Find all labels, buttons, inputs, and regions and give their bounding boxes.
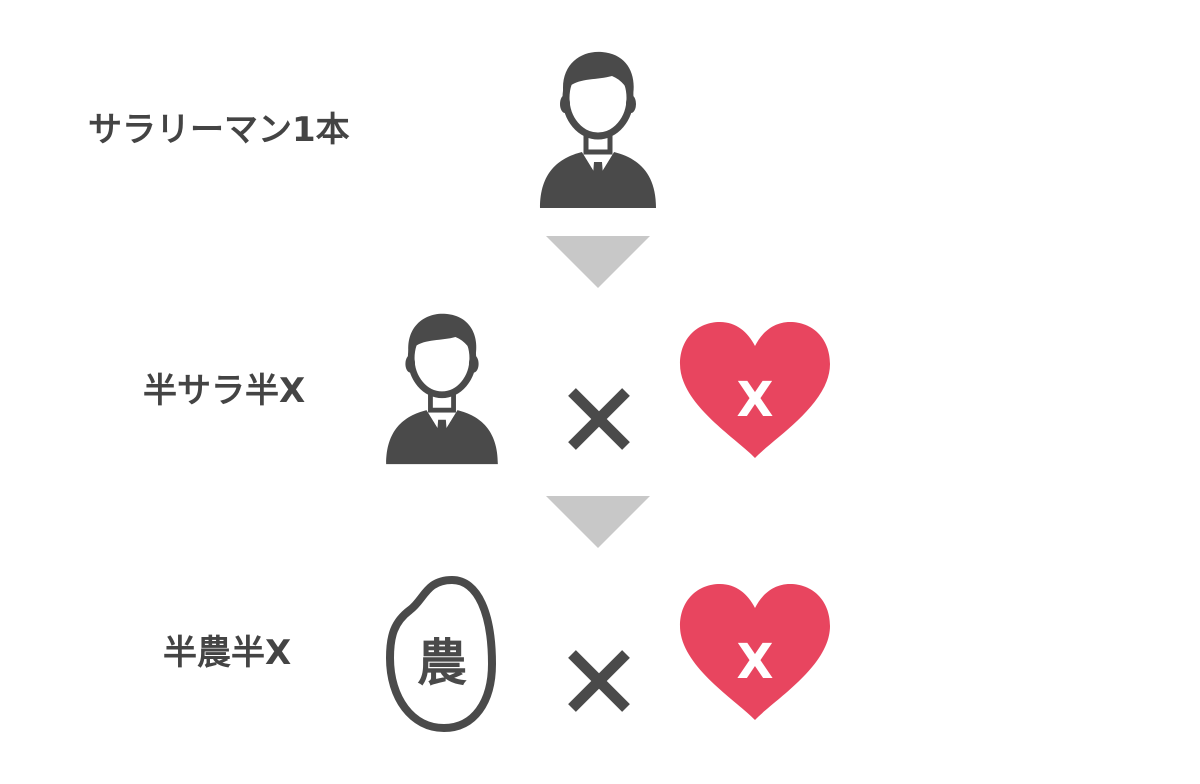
heart-icon: X xyxy=(676,582,834,728)
arrow-down-icon xyxy=(546,496,650,548)
row-label-salaryman: サラリーマン1本 xyxy=(88,110,350,150)
rice-grain-icon: 農 xyxy=(385,574,497,738)
arrow-down-icon xyxy=(546,236,650,288)
businessman-icon xyxy=(380,310,504,470)
multiply-icon xyxy=(564,384,634,454)
multiply-icon xyxy=(564,646,634,716)
heart-label: X xyxy=(736,634,773,690)
businessman-icon xyxy=(536,48,660,214)
heart-icon: X xyxy=(676,320,834,466)
row-label-half-farming: 半農半X xyxy=(163,633,292,673)
row-label-half-salary: 半サラ半X xyxy=(143,371,306,411)
heart-label: X xyxy=(736,372,773,428)
rice-grain-label: 農 xyxy=(417,634,467,692)
